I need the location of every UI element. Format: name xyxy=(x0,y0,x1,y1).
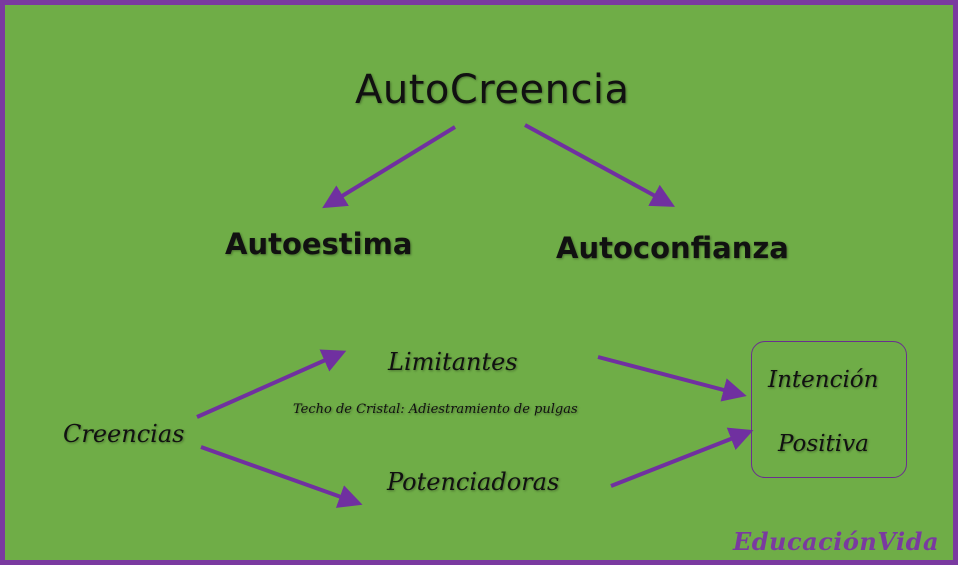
limitantes-note: Techo de Cristal: Adiestramiento de pulg… xyxy=(293,402,578,417)
arrow-creencias-to-potenciadoras xyxy=(200,445,363,508)
intention-line-1: Intención xyxy=(768,367,879,393)
arrows-layer xyxy=(196,123,754,508)
arrow-creencias-to-limitantes xyxy=(196,349,347,419)
node-autoconfianza: Autoconfianza xyxy=(556,231,789,265)
node-creencias: Creencias xyxy=(63,420,185,448)
node-potenciadoras: Potenciadoras xyxy=(387,468,560,496)
node-limitantes: Limitantes xyxy=(388,348,518,376)
arrow-potenciadoras-to-intencion xyxy=(610,427,754,488)
arrow-title-to-autoestima xyxy=(322,125,457,209)
arrow-limitantes-to-intencion xyxy=(597,355,747,402)
intention-box xyxy=(751,341,907,478)
node-autoestima: Autoestima xyxy=(225,227,413,261)
intention-line-2: Positiva xyxy=(778,431,869,457)
arrow-title-to-autoconfianza xyxy=(524,123,676,207)
watermark-logo: EducaciónVida xyxy=(732,527,939,556)
diagram-title: AutoCreencia xyxy=(355,67,630,113)
